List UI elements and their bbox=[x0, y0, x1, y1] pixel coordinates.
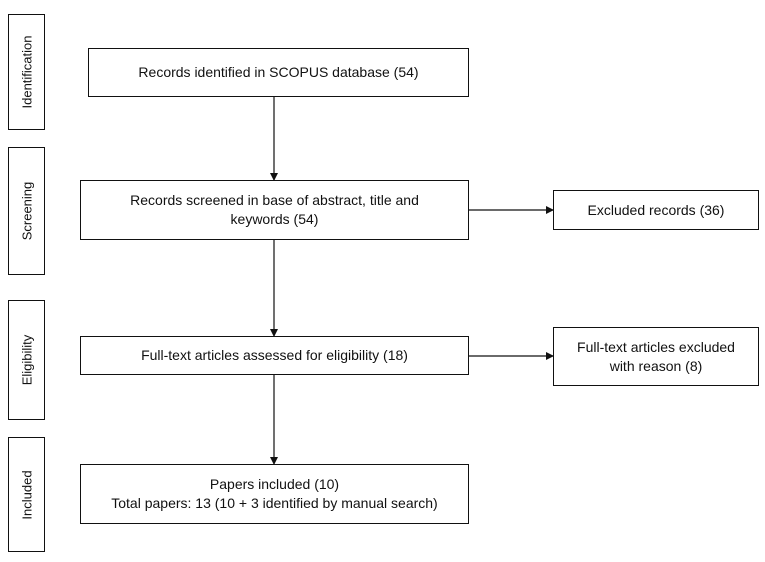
box-fulltext-assessed: Full-text articles assessed for eligibil… bbox=[80, 336, 469, 375]
stage-eligibility: Eligibility bbox=[8, 300, 45, 420]
box-records-screened: Records screened in base of abstract, ti… bbox=[80, 180, 469, 240]
box-fulltext-excluded: Full-text articles excluded with reason … bbox=[553, 327, 759, 386]
box-records-identified-line-1: Records identified in SCOPUS database (5… bbox=[138, 64, 419, 80]
stage-screening: Screening bbox=[8, 147, 45, 275]
box-fulltext-excluded-line-2: with reason (8) bbox=[609, 357, 703, 374]
stage-included: Included bbox=[8, 437, 45, 552]
box-excluded-records-line-1: Excluded records (36) bbox=[587, 201, 725, 218]
stage-label-included: Included bbox=[19, 469, 34, 520]
stage-label-screening: Screening bbox=[19, 181, 34, 241]
box-papers-included-line-2: Total papers: 13 (10 + 3 identified by m… bbox=[111, 495, 438, 511]
box-records-screened-line-2: keywords (54) bbox=[230, 211, 319, 227]
box-records-screened-line-1: Records screened in base of abstract, ti… bbox=[130, 192, 419, 208]
box-fulltext-excluded-line-1: Full-text articles excluded bbox=[577, 338, 735, 355]
box-records-identified: Records identified in SCOPUS database (5… bbox=[88, 48, 469, 97]
box-fulltext-assessed-line-1: Full-text articles assessed for eligibil… bbox=[141, 347, 408, 363]
box-papers-included-line-1: Papers included (10) bbox=[209, 476, 340, 492]
box-papers-included: Papers included (10) Total papers: 13 (1… bbox=[80, 464, 469, 524]
box-excluded-records: Excluded records (36) bbox=[553, 190, 759, 230]
stage-label-identification: Identification bbox=[19, 35, 34, 109]
stage-label-eligibility: Eligibility bbox=[19, 334, 34, 386]
stage-identification: Identification bbox=[8, 14, 45, 130]
